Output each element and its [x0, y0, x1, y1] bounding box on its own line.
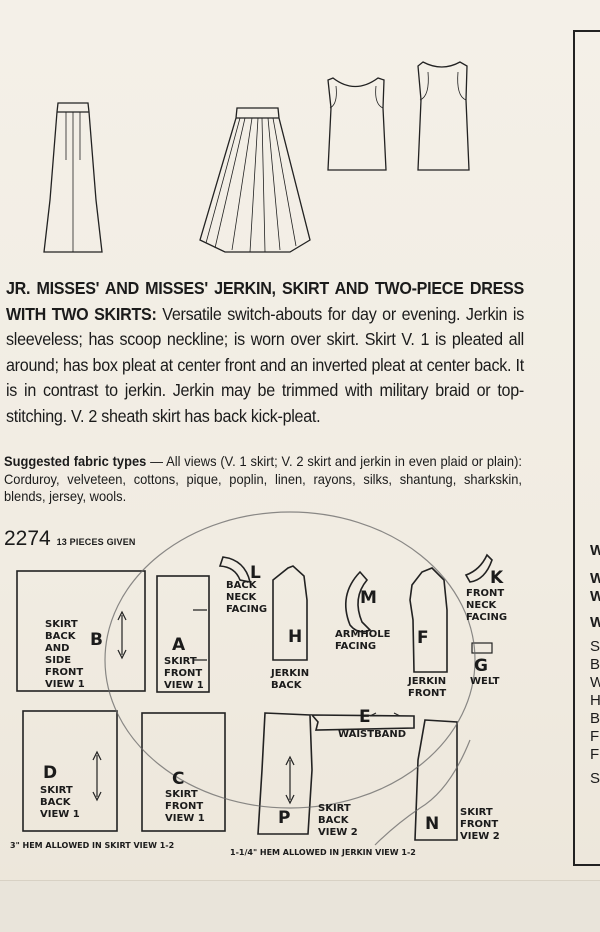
svg-text:FACING: FACING — [226, 604, 267, 615]
svg-text:FRONT: FRONT — [466, 588, 504, 599]
svg-text:BACK: BACK — [318, 815, 350, 826]
pieces-given: 13 PIECES GIVEN — [56, 537, 136, 547]
svg-text:FRONT: FRONT — [45, 667, 83, 678]
pleated-skirt-sketch — [199, 107, 311, 253]
svg-text:WELT: WELT — [470, 676, 500, 687]
piece-labels: B SKIRT BACK AND SIDE FRONT VIEW 1 A SKI… — [10, 563, 507, 857]
svg-text:NECK: NECK — [226, 592, 258, 603]
svg-text:JERKIN: JERKIN — [407, 676, 446, 687]
piece-a-letter: A — [172, 635, 186, 655]
piece-d-letter: D — [43, 763, 57, 783]
piece-d-outline — [22, 710, 118, 832]
piece-b-letter: B — [90, 630, 103, 650]
garment-sketches — [43, 61, 470, 253]
svg-text:ARMHOLE: ARMHOLE — [335, 629, 391, 640]
grainline-icon — [117, 610, 127, 660]
jerkin-hem-note: 1-1/4" HEM ALLOWED IN JERKIN VIEW 1-2 — [230, 848, 416, 857]
sheath-skirt-sketch — [43, 102, 103, 253]
jerkin-front-sketch — [327, 77, 387, 171]
yardage-chart-cutoff-text: W W W W S B W H B Fi Fi Se — [590, 542, 600, 787]
svg-text:VIEW 1: VIEW 1 — [165, 813, 205, 824]
piece-n-outline — [414, 719, 458, 841]
pattern-title: JR. MISSES' AND MISSES' JERKIN, SKIRT AN… — [6, 278, 524, 324]
piece-c-letter: C — [172, 769, 184, 789]
suggested-fabrics: Suggested fabric types — All views (V. 1… — [4, 453, 522, 506]
svg-text:SKIRT: SKIRT — [45, 619, 78, 630]
svg-text:BACK: BACK — [226, 580, 258, 591]
yardage-chart-box — [573, 30, 600, 866]
piece-p-outline — [257, 712, 313, 835]
svg-text:AND: AND — [45, 643, 69, 654]
piece-m-letter: M — [360, 588, 377, 608]
jerkin-back-sketch — [417, 61, 470, 171]
svg-text:SKIRT: SKIRT — [165, 789, 198, 800]
svg-text:FRONT: FRONT — [164, 668, 202, 679]
piece-k-outline — [464, 553, 493, 583]
pattern-number: 2274 13 PIECES GIVEN — [4, 527, 136, 550]
svg-text:SKIRT: SKIRT — [460, 807, 493, 818]
piece-g-letter: G — [474, 656, 488, 676]
pattern-description: JR. MISSES' AND MISSES' JERKIN, SKIRT AN… — [6, 276, 524, 429]
piece-h-outline — [272, 565, 308, 661]
svg-text:FACING: FACING — [335, 641, 376, 652]
piece-h-letter: H — [288, 627, 302, 647]
piece-k-letter: K — [490, 568, 504, 588]
piece-m-outline — [344, 570, 372, 633]
svg-text:SKIRT: SKIRT — [318, 803, 351, 814]
piece-l-outline — [218, 556, 252, 584]
svg-text:VIEW 2: VIEW 2 — [460, 831, 500, 842]
svg-text:SKIRT: SKIRT — [164, 656, 197, 667]
pattern-pieces — [16, 553, 493, 841]
svg-text:JERKIN: JERKIN — [270, 668, 309, 679]
svg-text:SIDE: SIDE — [45, 655, 71, 666]
pattern-description-body: Versatile switch-abouts for day or eveni… — [6, 303, 524, 426]
piece-n-letter: N — [425, 814, 439, 834]
svg-text:SKIRT: SKIRT — [40, 785, 73, 796]
svg-text:VIEW 2: VIEW 2 — [318, 827, 358, 838]
svg-text:WAISTBAND: WAISTBAND — [338, 729, 406, 740]
svg-text:BACK: BACK — [271, 680, 303, 691]
svg-text:BACK: BACK — [40, 797, 72, 808]
piece-a-outline — [156, 575, 210, 693]
svg-text:FRONT: FRONT — [165, 801, 203, 812]
piece-f-letter: F — [417, 628, 429, 648]
piece-p-letter: P — [278, 808, 290, 828]
piece-g-outline — [471, 642, 493, 654]
fabric-label: Suggested fabric types — [4, 453, 147, 469]
piece-e-letter: E — [359, 707, 371, 727]
piece-l-letter: L — [250, 563, 261, 583]
svg-text:FACING: FACING — [466, 612, 507, 623]
piece-f-outline — [409, 567, 448, 673]
pencil-circle-marking — [104, 511, 476, 846]
svg-text:FRONT: FRONT — [408, 688, 446, 699]
fabric-text: — All views (V. 1 skirt; V. 2 skirt and … — [4, 453, 522, 504]
svg-text:VIEW 1: VIEW 1 — [40, 809, 80, 820]
svg-text:VIEW 1: VIEW 1 — [45, 679, 85, 690]
skirt-hem-note: 3" HEM ALLOWED IN SKIRT VIEW 1-2 — [10, 841, 174, 850]
svg-text:FRONT: FRONT — [460, 819, 498, 830]
scan-border — [0, 880, 600, 932]
svg-text:VIEW 1: VIEW 1 — [164, 680, 204, 691]
piece-b-outline — [16, 570, 146, 692]
svg-text:BACK: BACK — [45, 631, 77, 642]
svg-text:NECK: NECK — [466, 600, 498, 611]
piece-c-outline — [141, 712, 226, 832]
